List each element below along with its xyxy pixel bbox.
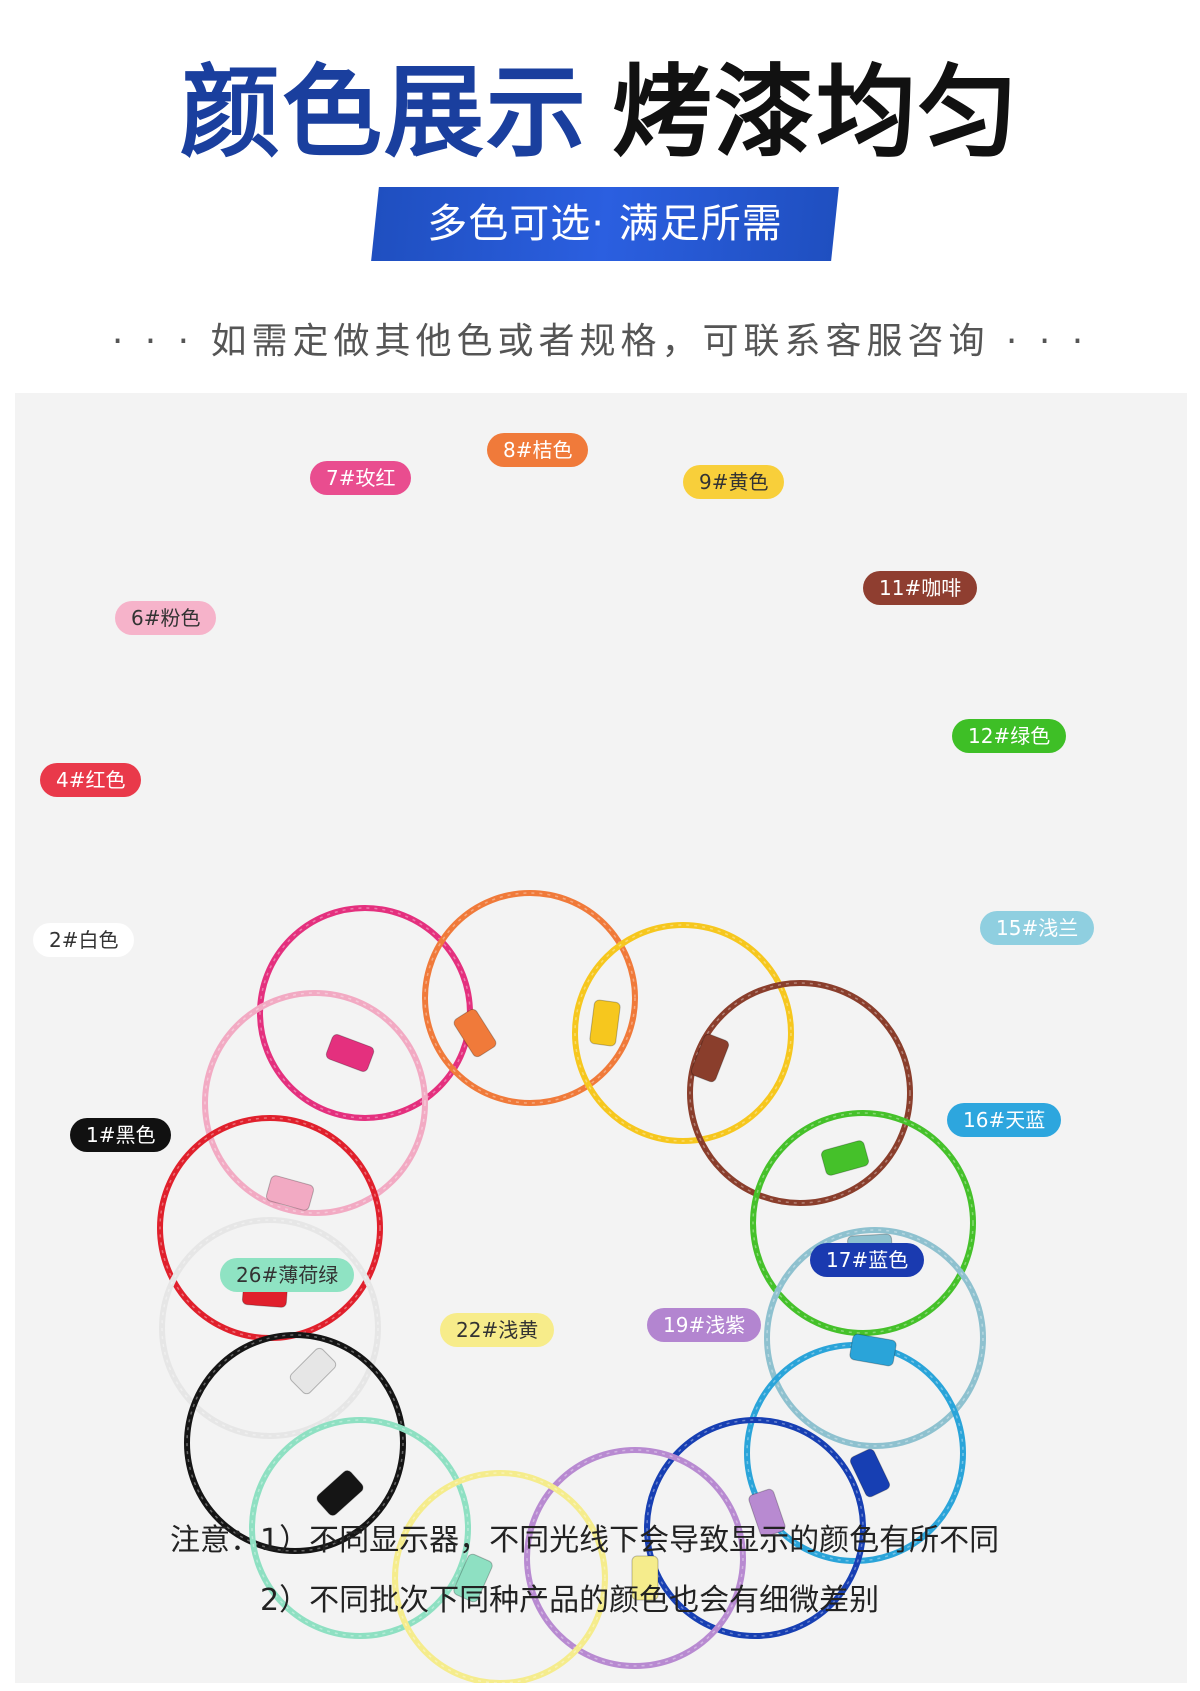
ring-14 xyxy=(524,1447,786,1669)
wire-ring xyxy=(184,1332,406,1554)
wire-ring xyxy=(159,1217,381,1439)
wire-ring xyxy=(572,922,794,1144)
wire-twist-highlight xyxy=(394,1472,606,1683)
screw-clasp xyxy=(325,1034,375,1072)
wire-twist-highlight xyxy=(251,1419,469,1637)
color-label-13: 26#薄荷绿 xyxy=(220,1258,355,1292)
ring-11 xyxy=(184,1332,406,1554)
ring-12 xyxy=(644,1417,891,1639)
screw-clasp xyxy=(820,1140,870,1176)
custom-order-note: · · · 如需定做其他色或者规格，可联系客服咨询 · · · xyxy=(111,321,1089,362)
ring-6 xyxy=(750,1110,976,1336)
wire-twist-highlight xyxy=(646,1419,864,1637)
note-line-1: 注意：1）不同显示器，不同光线下会导致显示的颜色有所不同 xyxy=(170,1523,1000,1558)
banner-text: 多色可选· 满足所需 xyxy=(427,201,783,247)
wire-ring xyxy=(644,1417,866,1639)
ring-4 xyxy=(687,980,913,1206)
color-label-4: 11#咖啡 xyxy=(863,571,978,605)
wire-twist-highlight xyxy=(161,1219,379,1437)
color-label-14: 19#浅紫 xyxy=(647,1308,762,1342)
ring-5 xyxy=(202,990,428,1216)
wire-ring xyxy=(687,980,913,1206)
wire-twist-highlight xyxy=(752,1112,974,1334)
color-label-10: 16#天蓝 xyxy=(947,1103,1062,1137)
wire-ring xyxy=(202,990,428,1216)
screw-clasp xyxy=(631,1555,659,1601)
wire-twist-highlight xyxy=(424,892,636,1104)
color-label-7: 4#红色 xyxy=(40,763,142,797)
color-label-1: 7#玫红 xyxy=(310,461,412,495)
wire-twist-highlight xyxy=(186,1334,404,1552)
header: 颜色展示烤漆均匀 多色可选· 满足所需 · · · 如需定做其他色或者规格，可联… xyxy=(0,0,1200,380)
screw-clasp xyxy=(748,1488,786,1538)
title-part1: 颜色展示 xyxy=(180,54,588,171)
ring-2 xyxy=(422,890,638,1106)
screw-clasp xyxy=(690,1033,730,1083)
wire-twist-highlight xyxy=(204,992,426,1214)
screw-clasp xyxy=(289,1347,337,1395)
color-display-panel: 7#玫红 8#桔色 9#黄色 11#咖啡 6#粉色 12#绿色 4#红色 15#浅兰 2#白色 1… xyxy=(15,393,1187,1683)
rings-illustration xyxy=(157,890,986,1683)
color-label-11: 1#黑色 xyxy=(70,1118,172,1152)
title-part2: 烤漆均匀 xyxy=(612,54,1020,171)
wire-ring xyxy=(257,905,473,1121)
subtitle-banner: 多色可选· 满足所需 xyxy=(371,187,839,261)
page-title: 颜色展示烤漆均匀 xyxy=(0,58,1200,168)
wire-ring xyxy=(392,1470,608,1683)
wire-twist-highlight xyxy=(689,982,911,1204)
color-label-9: 2#白色 xyxy=(33,923,135,957)
color-label-5: 6#粉色 xyxy=(115,601,217,635)
ring-9 xyxy=(159,1217,381,1439)
color-label-15: 22#浅黄 xyxy=(440,1313,555,1347)
wire-twist-highlight xyxy=(159,1117,381,1339)
wire-ring xyxy=(524,1447,746,1669)
color-label-2: 8#桔色 xyxy=(487,433,589,467)
ring-1 xyxy=(257,905,473,1121)
ring-15 xyxy=(392,1470,659,1683)
color-label-3: 9#黄色 xyxy=(683,465,785,499)
color-label-8: 15#浅兰 xyxy=(980,911,1095,945)
ring-3 xyxy=(572,922,794,1144)
screw-clasp xyxy=(316,1470,364,1516)
wire-ring xyxy=(249,1417,471,1639)
color-label-12: 17#蓝色 xyxy=(810,1243,925,1277)
wire-ring xyxy=(764,1227,986,1449)
screw-clasp xyxy=(453,1008,497,1058)
screw-clasp xyxy=(849,1333,897,1367)
wire-twist-highlight xyxy=(766,1229,984,1447)
wire-twist-highlight xyxy=(526,1449,744,1667)
ring-13 xyxy=(249,1417,493,1639)
screw-clasp xyxy=(589,999,621,1047)
wire-ring xyxy=(422,890,638,1106)
wire-ring xyxy=(750,1110,976,1336)
screw-clasp xyxy=(453,1553,493,1603)
screw-clasp xyxy=(265,1175,315,1211)
note-line-2: 2）不同批次下同种产品的颜色也会有细微差别 xyxy=(260,1583,880,1618)
wire-twist-highlight xyxy=(574,924,792,1142)
color-label-6: 12#绿色 xyxy=(952,719,1067,753)
screw-clasp xyxy=(849,1448,891,1498)
ring-7 xyxy=(157,1115,383,1341)
